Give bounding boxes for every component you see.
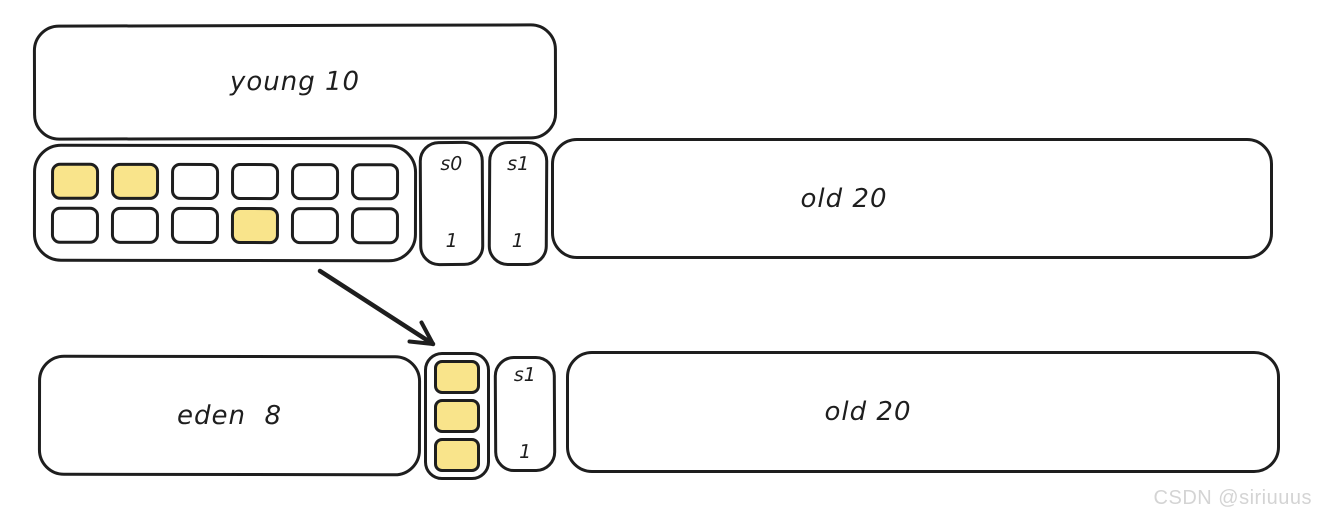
eden-box: eden 8 <box>37 354 422 477</box>
object-cell-empty <box>110 206 159 244</box>
survivor-s0-size: 1 <box>445 230 458 253</box>
old-gen-bottom-box: old 20 <box>566 351 1280 473</box>
survivor-s1-top-box: s1 1 <box>487 140 549 267</box>
gc-copy-arrow-icon <box>317 268 436 347</box>
eden-label: eden 8 <box>176 400 283 431</box>
young-gen-label: young 10 <box>229 66 361 98</box>
survivor-s1-bottom-box: s1 1 <box>493 355 557 473</box>
young-gen-box: young 10 <box>32 23 558 141</box>
survivor-stack-box <box>424 352 490 480</box>
object-grid <box>50 162 400 244</box>
survivor-s1-bottom-name: s1 <box>513 363 536 386</box>
old-gen-top-box: old 20 <box>551 138 1273 259</box>
object-cell-empty <box>171 162 220 200</box>
object-cell-filled <box>230 206 279 244</box>
survivor-s1-bottom-size: 1 <box>519 440 532 463</box>
object-cell-empty <box>170 206 219 244</box>
watermark: CSDN @siriuuus <box>1153 487 1312 509</box>
old-gen-bottom-label: old 20 <box>824 397 912 427</box>
survivor-s1-top-size: 1 <box>511 230 524 253</box>
survivor-s1-bottom-label: s1 1 <box>506 311 543 516</box>
object-grid-box <box>32 143 418 263</box>
old-gen-top-label: old 20 <box>800 183 888 214</box>
object-cell-empty <box>291 162 340 200</box>
survivor-s0-box: s0 1 <box>418 140 485 267</box>
object-cell-empty <box>50 206 99 244</box>
survivor-s0-name: s0 <box>440 153 463 176</box>
object-cell-filled <box>51 162 100 200</box>
survivor-s1-top-name: s1 <box>507 153 530 176</box>
object-cell-filled <box>434 360 480 394</box>
survivor-s1-top-label: s1 1 <box>499 101 536 306</box>
object-cell-filled <box>111 162 160 200</box>
object-cell-filled <box>434 438 480 472</box>
object-cell-filled <box>434 399 480 433</box>
object-cell-empty <box>350 206 399 244</box>
object-cell-empty <box>231 162 280 200</box>
object-cell-empty <box>290 206 339 244</box>
object-cell-empty <box>351 162 400 200</box>
